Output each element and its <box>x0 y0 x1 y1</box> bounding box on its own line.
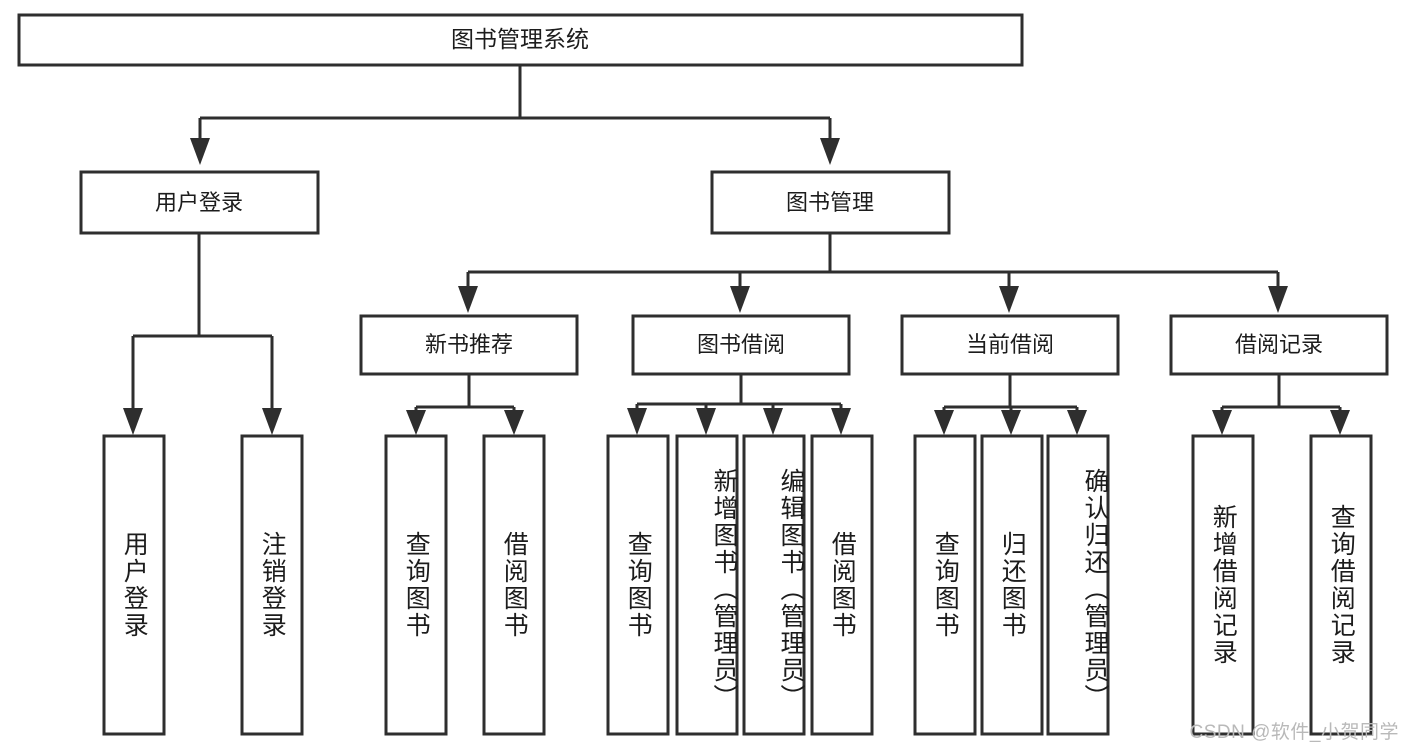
arrow-head-book-management <box>820 138 840 165</box>
leaf-box-user-login[interactable] <box>102 434 166 736</box>
leaf-box-logout[interactable] <box>240 434 304 736</box>
node-new-book-recommend-box[interactable] <box>359 314 579 376</box>
leaf-box-query-book-2[interactable] <box>606 434 670 736</box>
arrow-head-leaf-user-login <box>123 408 143 435</box>
arrow-head-leaf-query-book-3 <box>934 410 954 435</box>
connector-book-management-to-level3 <box>458 233 1288 313</box>
node-current-borrow-label: 当前借阅 <box>966 332 1054 357</box>
node-book-management[interactable]: 图书管理 <box>710 170 951 235</box>
node-book-management-box[interactable] <box>710 170 951 235</box>
arrow-head-book-borrow <box>730 286 750 313</box>
leaf-box-add-record[interactable] <box>1191 434 1255 736</box>
leaf-box-return-book[interactable] <box>980 434 1044 736</box>
connector-borrow-record-to-leaves <box>1212 374 1350 435</box>
leaf-box-query-book-3[interactable] <box>913 434 977 736</box>
arrow-head-borrow-record <box>1268 286 1288 313</box>
node-book-borrow[interactable]: 图书借阅 <box>631 314 851 376</box>
leaf-box-borrow-book-1[interactable] <box>482 434 546 736</box>
arrow-head-leaf-borrow-book-1 <box>504 410 524 435</box>
arrow-head-leaf-return-book <box>1001 410 1021 435</box>
connector-book-borrow-to-leaves <box>627 374 851 435</box>
leaf-box-edit-book[interactable] <box>742 434 806 736</box>
arrow-head-leaf-query-record <box>1330 410 1350 435</box>
node-borrow-record[interactable]: 借阅记录 <box>1169 314 1389 376</box>
node-borrow-record-label: 借阅记录 <box>1235 332 1323 357</box>
leaf-box-query-book-1[interactable] <box>384 434 448 736</box>
arrow-head-new-book-recommend <box>458 286 478 313</box>
node-user-login-label: 用户登录 <box>155 190 243 215</box>
node-user-login[interactable]: 用户登录 <box>79 170 320 235</box>
node-current-borrow[interactable]: 当前借阅 <box>900 314 1120 376</box>
leaf-box-query-record[interactable] <box>1309 434 1373 736</box>
leaf-box-confirm-return[interactable] <box>1046 434 1110 736</box>
node-new-book-recommend[interactable]: 新书推荐 <box>359 314 579 376</box>
leaf-box-borrow-book-2[interactable] <box>810 434 874 736</box>
arrow-head-user-login <box>190 138 210 165</box>
connector-user-login-to-leaves <box>123 233 282 435</box>
node-new-book-recommend-label: 新书推荐 <box>425 332 513 357</box>
leaf-box-add-book[interactable] <box>675 434 739 736</box>
connector-root-to-level2 <box>190 65 840 165</box>
watermark-text: CSDN @软件_小贺同学 <box>1189 722 1399 743</box>
arrow-head-leaf-add-book <box>696 408 716 435</box>
arrow-head-current-borrow <box>999 286 1019 313</box>
connector-current-borrow-to-leaves <box>934 374 1087 435</box>
node-root[interactable]: 图书管理系统 <box>17 13 1024 67</box>
arrow-head-leaf-query-book-1 <box>406 410 426 435</box>
arrow-head-leaf-logout <box>262 408 282 435</box>
arrow-head-leaf-borrow-book-2 <box>831 408 851 435</box>
node-book-borrow-label: 图书借阅 <box>697 332 785 357</box>
node-book-borrow-box[interactable] <box>631 314 851 376</box>
node-root-box[interactable] <box>17 13 1024 67</box>
node-current-borrow-box[interactable] <box>900 314 1120 376</box>
arrow-head-leaf-confirm-return <box>1067 410 1087 435</box>
node-book-management-label: 图书管理 <box>786 190 874 215</box>
connector-new-book-recommend-to-leaves <box>406 374 524 435</box>
arrow-head-leaf-add-record <box>1212 410 1232 435</box>
arrow-head-leaf-query-book-2 <box>627 408 647 435</box>
node-root-label: 图书管理系统 <box>451 26 589 52</box>
node-borrow-record-box[interactable] <box>1169 314 1389 376</box>
arrow-head-leaf-edit-book <box>763 408 783 435</box>
